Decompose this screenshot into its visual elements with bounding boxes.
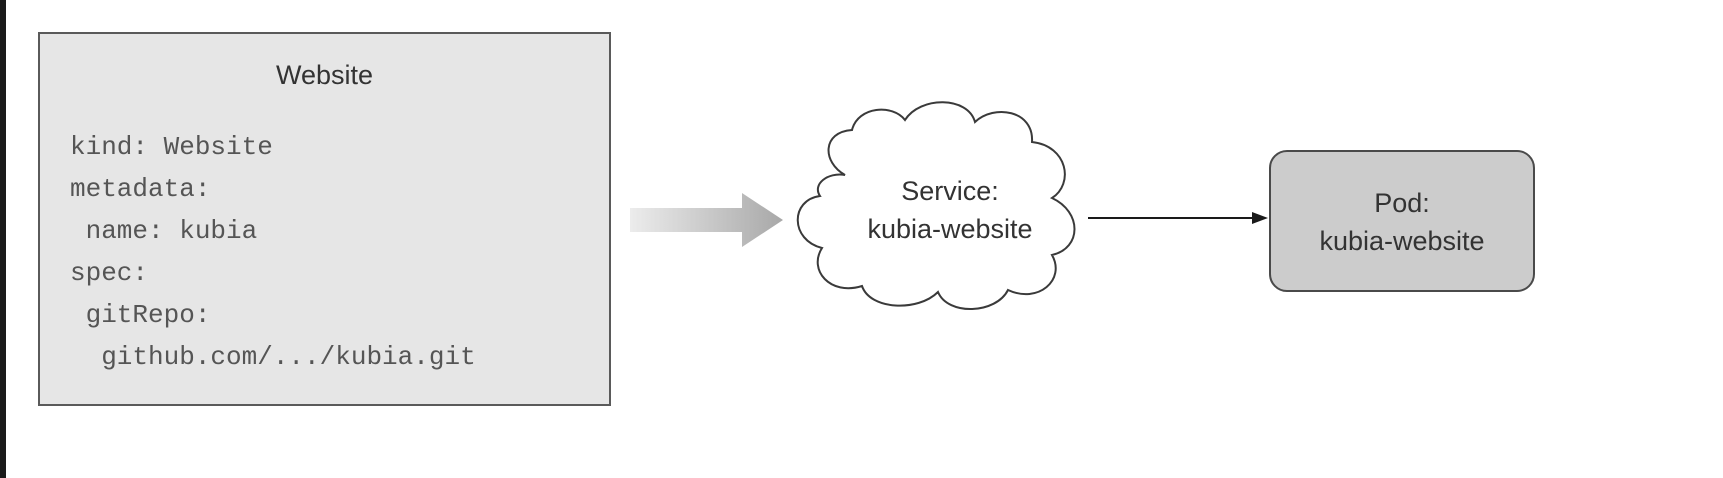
yaml-line: spec: [70, 258, 149, 288]
yaml-line: metadata: [70, 174, 211, 204]
website-yaml: kind: Website metadata: name: kubia spec… [70, 126, 476, 378]
service-label-line2: kubia-website [867, 214, 1033, 244]
pod-label: Pod: kubia-website [1271, 184, 1533, 260]
pod-label-line1: Pod: [1374, 188, 1430, 218]
yaml-line: github.com/.../kubia.git [70, 342, 476, 372]
pod-box: Pod: kubia-website [1269, 150, 1535, 292]
website-resource-box: Website kind: Website metadata: name: ku… [38, 32, 611, 406]
website-title: Website [275, 60, 374, 90]
pod-label-line2: kubia-website [1319, 226, 1485, 256]
service-label-line1: Service: [901, 176, 999, 206]
yaml-line: kind: Website [70, 132, 273, 162]
arrowhead-icon [1252, 212, 1268, 224]
yaml-line: name: kubia [70, 216, 258, 246]
creation-arrow-icon [630, 193, 783, 247]
yaml-line: gitRepo: [70, 300, 211, 330]
service-label: Service: kubia-website [800, 172, 1100, 248]
service-cloud-icon [796, 101, 1076, 310]
left-border-bar [0, 0, 6, 478]
